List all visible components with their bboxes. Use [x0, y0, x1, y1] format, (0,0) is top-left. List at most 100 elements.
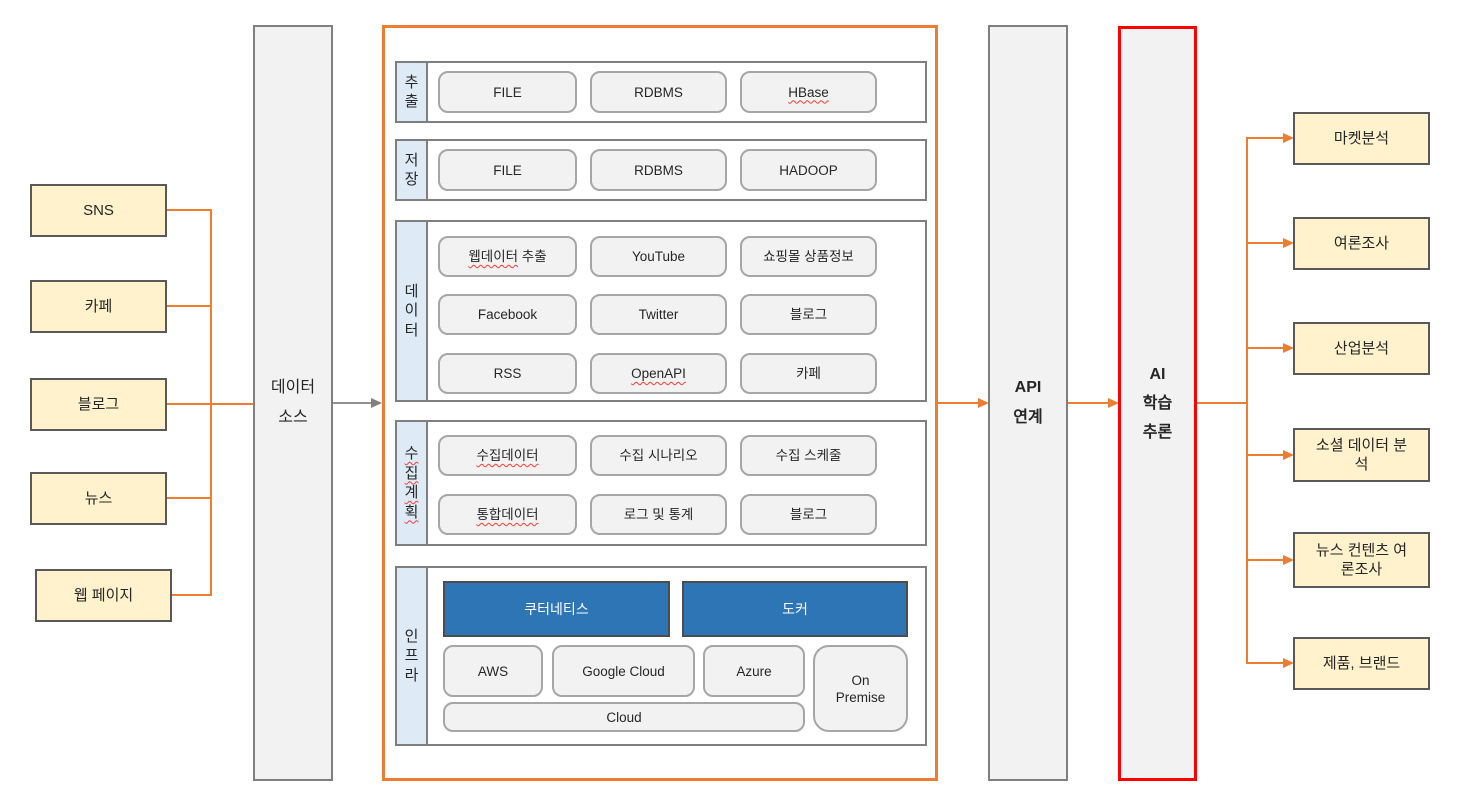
cell-infra-on-premise: On Premise — [813, 645, 908, 732]
cell-label: 수집 스케줄 — [775, 448, 842, 463]
data-source-panel: 데이터 소스 — [253, 25, 333, 781]
result-box-news-content-poll: 뉴스 컨텐츠 여론조사 — [1293, 532, 1430, 588]
cell-plan-schedule: 수집 스케줄 — [740, 435, 877, 476]
row-extract-label-col: 추출 — [397, 63, 428, 121]
cell-label: Google Cloud — [582, 663, 665, 679]
row-extract-label: 추출 — [404, 73, 419, 111]
cell-label: FILE — [493, 84, 522, 100]
cell-data-youtube: YouTube — [590, 236, 727, 277]
cell-label: On Premise — [835, 672, 886, 705]
cell-label: 블로그 — [789, 507, 828, 522]
connector-line — [1068, 402, 1109, 404]
source-label: SNS — [83, 202, 114, 219]
cell-data-shopping: 쇼핑몰 상품정보 — [740, 236, 877, 277]
source-box-blog: 블로그 — [30, 378, 167, 431]
connector-line — [333, 402, 372, 404]
connector-line — [172, 594, 211, 596]
cell-label: Facebook — [477, 307, 538, 322]
source-box-webpage: 웹 페이지 — [35, 569, 172, 622]
row-storage-label: 저장 — [404, 151, 419, 189]
row-storage-label-col: 저장 — [397, 141, 428, 199]
cell-plan-scenario: 수집 시나리오 — [590, 435, 727, 476]
cell-infra-azure: Azure — [703, 645, 805, 697]
cell-label: YouTube — [631, 249, 686, 264]
api-panel: API 연계 — [988, 25, 1068, 781]
cell-label: RSS — [493, 366, 522, 381]
cell-infra-google-cloud: Google Cloud — [552, 645, 695, 697]
connector-line — [1246, 242, 1284, 244]
connector-line — [1197, 402, 1248, 404]
result-box-product-brand: 제품, 브랜드 — [1293, 637, 1430, 690]
cell-infra-cloud: Cloud — [443, 702, 805, 732]
cell-label: RDBMS — [634, 162, 683, 178]
cell-label: FILE — [493, 162, 522, 178]
arrowhead — [1283, 658, 1294, 668]
source-box-sns: SNS — [30, 184, 167, 237]
cell-label: 도커 — [782, 600, 808, 617]
source-label: 카페 — [84, 298, 113, 315]
cell-plan-integrated-data: 통합데이터 — [438, 494, 577, 535]
arrowhead — [1283, 238, 1294, 248]
result-box-market-analysis: 마켓분석 — [1293, 112, 1430, 165]
cell-infra-aws: AWS — [443, 645, 543, 697]
arrowhead — [978, 398, 989, 408]
cell-label-rest: 추출 — [518, 249, 547, 264]
cell-infra-docker: 도커 — [682, 581, 908, 637]
row-plan-label-col: 수집계획 — [397, 422, 428, 544]
ai-label-line2: 학습 — [1142, 395, 1173, 412]
cell-label: Cloud — [606, 709, 642, 725]
row-plan-label: 수집계획 — [404, 445, 419, 521]
connector-line — [167, 209, 211, 211]
cell-plan-blog: 블로그 — [740, 494, 877, 535]
arrowhead — [371, 398, 382, 408]
cell-label: 쿠터네티스 — [524, 600, 589, 617]
arrowhead — [1283, 555, 1294, 565]
api-label-line2: 연계 — [1013, 409, 1043, 426]
connector-line — [1246, 137, 1284, 139]
ai-panel: AI 학습 추론 — [1118, 26, 1197, 781]
result-label: 마켓분석 — [1333, 130, 1390, 147]
cell-label: HADOOP — [779, 162, 838, 178]
api-label-line1: API — [1014, 379, 1042, 396]
connector-line — [1246, 454, 1284, 456]
cell-label: 블로그 — [789, 307, 828, 322]
cell-label: 쇼핑몰 상품정보 — [763, 249, 854, 264]
cell-storage-hadoop: HADOOP — [740, 149, 877, 191]
source-label: 뉴스 — [84, 490, 113, 507]
row-infra-label-col: 인프라 — [397, 568, 428, 744]
result-label: 산업분석 — [1333, 340, 1390, 357]
connector-line — [167, 305, 211, 307]
cell-label: 통합데이터 — [476, 507, 539, 522]
cell-storage-file: FILE — [438, 149, 577, 191]
result-box-opinion-poll: 여론조사 — [1293, 217, 1430, 270]
arrowhead — [1283, 343, 1294, 353]
cell-plan-log-stats: 로그 및 통계 — [590, 494, 727, 535]
result-label: 뉴스 컨텐츠 여론조사 — [1315, 542, 1408, 578]
cell-data-twitter: Twitter — [590, 294, 727, 335]
cell-data-facebook: Facebook — [438, 294, 577, 335]
cell-storage-rdbms: RDBMS — [590, 149, 727, 191]
connector-line — [1246, 559, 1284, 561]
cell-label: Twitter — [638, 307, 679, 322]
result-label: 소셜 데이터 분석 — [1315, 437, 1408, 473]
cell-label-wavy: 웹데이터 — [468, 249, 519, 264]
connector-line — [938, 402, 979, 404]
collector-frame — [382, 25, 938, 781]
result-label: 제품, 브랜드 — [1322, 655, 1401, 672]
cell-infra-kubernetes: 쿠터네티스 — [443, 581, 670, 637]
arrowhead — [1108, 398, 1119, 408]
source-label: 블로그 — [77, 396, 120, 413]
cell-extract-file: FILE — [438, 71, 577, 113]
cell-data-rss: RSS — [438, 353, 577, 394]
cell-label: 로그 및 통계 — [623, 507, 694, 522]
result-box-social-data-analysis: 소셜 데이터 분석 — [1293, 428, 1430, 482]
cell-label: Azure — [736, 663, 772, 679]
row-infra-label: 인프라 — [404, 627, 419, 684]
connector-line — [1246, 662, 1284, 664]
cell-extract-rdbms: RDBMS — [590, 71, 727, 113]
cell-data-blog: 블로그 — [740, 294, 877, 335]
connector-line — [1246, 137, 1248, 664]
cell-label: 수집데이터 — [476, 448, 539, 463]
cell-data-cafe: 카페 — [740, 353, 877, 394]
cell-label: OpenAPI — [631, 366, 686, 381]
